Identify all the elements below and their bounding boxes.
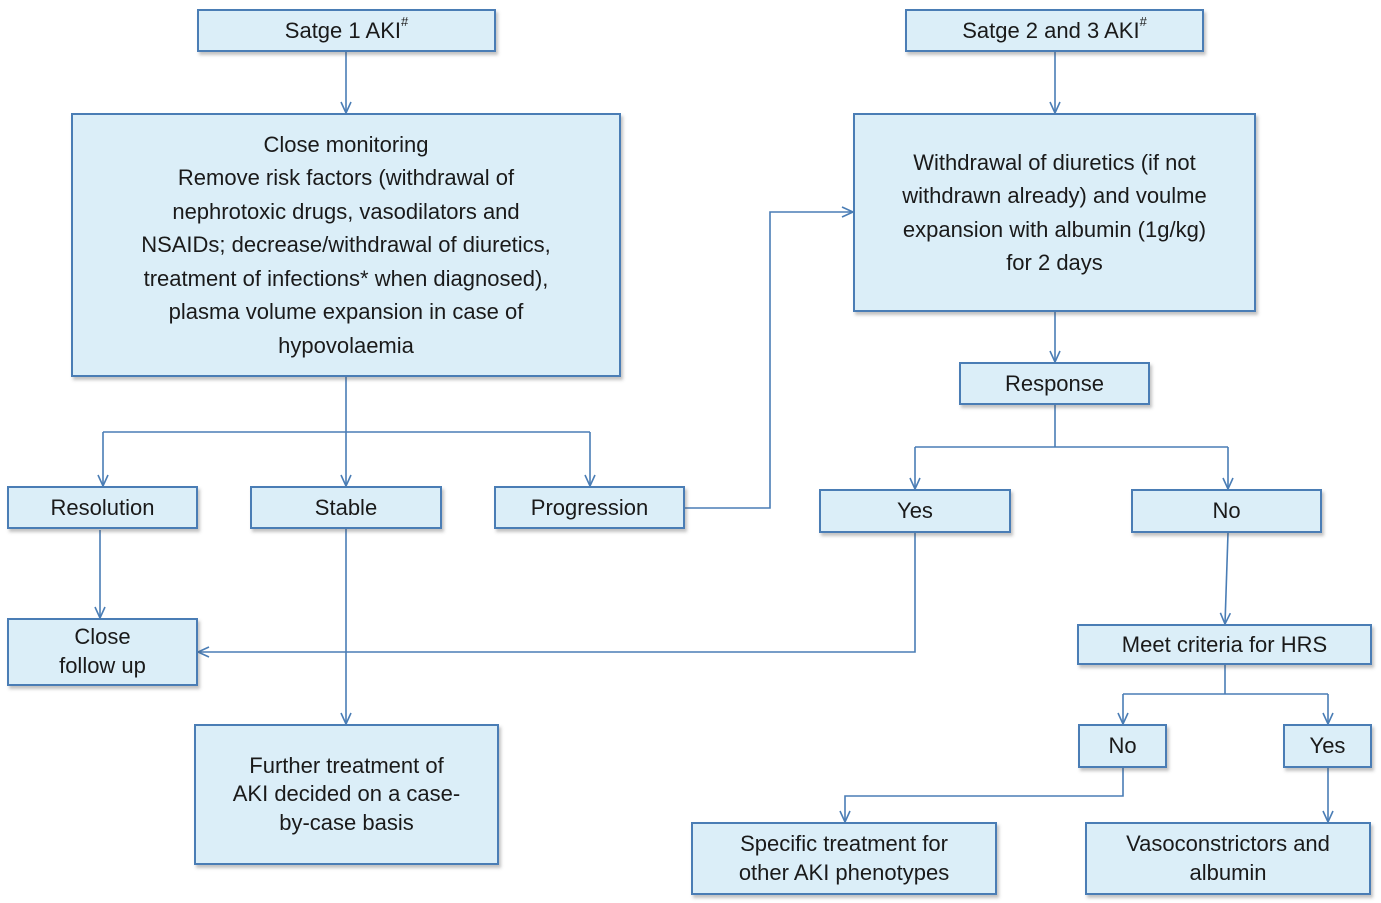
hrs-no-box: No [1078,724,1167,768]
vasoconstrictors-line-2: albumin [1189,859,1267,885]
withdrawal-line-1: Withdrawal of diuretics (if not [913,149,1196,175]
resolution-label: Resolution [50,494,155,520]
meet-criteria-hrs-label: Meet criteria for HRS [1121,631,1328,657]
response-yes-box: Yes [819,489,1011,533]
hrs-yes-box: Yes [1283,724,1372,768]
stage-1-aki-box: Satge 1 AKI# [197,9,496,52]
close-monitoring-line-6: plasma volume expansion in case of [168,299,524,325]
vasoconstrictors-albumin-box: Vasoconstrictors and albumin [1085,822,1371,895]
close-monitoring-line-7: hypovolaemia [278,332,414,358]
close-monitoring-line-2: Remove risk factors (withdrawal of [177,165,515,191]
hrs-yes-label: Yes [1309,733,1346,759]
specific-treatment-line-1: Specific treatment for [740,830,948,856]
progression-label: Progression [530,494,649,520]
response-no-box: No [1131,489,1322,533]
stage-1-aki-label: Satge 1 AKI# [284,13,409,43]
connector-progression-to-withdrawal [685,206,855,509]
resolution-box: Resolution [7,486,198,529]
further-treatment-line-1: Further treatment of [249,752,444,778]
stable-label: Stable [314,494,378,520]
withdrawal-line-3: expansion with albumin (1g/kg) [902,216,1207,242]
response-label: Response [1004,370,1105,396]
specific-treatment-line-2: other AKI phenotypes [738,859,950,885]
close-monitoring-line-1: Close monitoring [263,131,429,157]
meet-criteria-hrs-box: Meet criteria for HRS [1077,624,1372,665]
hrs-no-label: No [1108,733,1137,759]
connector-no-to-hrs [1219,532,1232,626]
close-monitoring-line-4: NSAIDs; decrease/withdrawal of diuretics… [141,232,551,258]
close-follow-up-line-2: follow up [59,653,146,678]
connector-yes-to-followup [196,533,916,658]
further-treatment-box: Further treatment of AKI decided on a ca… [194,724,499,865]
close-follow-up-line-1: Close [74,624,131,650]
specific-treatment-box: Specific treatment for other AKI phenoty… [691,822,997,895]
vasoconstrictors-line-1: Vasoconstrictors and [1126,830,1330,856]
stable-box: Stable [250,486,442,529]
further-treatment-line-3: by-case basis [279,809,414,835]
withdrawal-line-4: for 2 days [1006,249,1103,275]
stage-2-3-aki-box: Satge 2 and 3 AKI# [905,9,1204,52]
withdrawal-diuretics-box: Withdrawal of diuretics (if not withdraw… [853,113,1256,312]
stage-2-3-aki-label: Satge 2 and 3 AKI# [962,13,1147,43]
response-box: Response [959,362,1150,405]
further-treatment-line-2: AKI decided on a case- [232,781,461,807]
response-no-label: No [1212,498,1241,524]
connector-hrs-no-to-specific [839,768,1124,824]
progression-box: Progression [494,486,685,529]
close-follow-up-box: Close follow up [7,618,198,686]
close-monitoring-box: Close monitoring Remove risk factors (wi… [71,113,621,377]
response-yes-label: Yes [897,498,933,524]
withdrawal-line-2: withdrawn already) and voulme [902,183,1207,209]
close-monitoring-line-5: treatment of infections* when diagnosed)… [143,265,549,291]
close-monitoring-line-3: nephrotoxic drugs, vasodilators and [172,198,520,224]
